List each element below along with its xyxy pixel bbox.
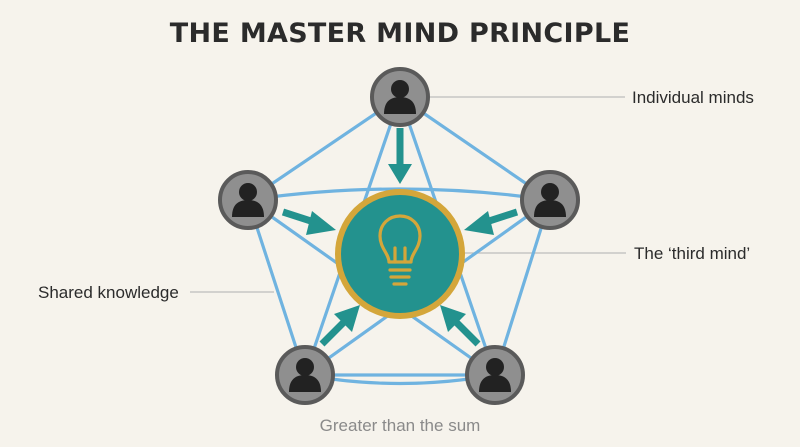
page-title: THE MASTER MIND PRINCIPLE — [169, 18, 631, 49]
person-node-left — [218, 170, 278, 230]
arrows — [281, 128, 519, 347]
person-icon — [370, 67, 430, 127]
label-individual-minds: Individual minds — [632, 88, 754, 107]
person-icon — [275, 345, 335, 405]
label-shared-knowledge: Shared knowledge — [38, 283, 179, 302]
arrow-bottom-right — [440, 305, 481, 347]
arrow-left — [281, 208, 336, 235]
person-node-top — [370, 67, 430, 127]
label-third-mind: The ‘third mind’ — [634, 244, 751, 263]
arrow-top — [388, 128, 412, 184]
arrow-bottom-left — [319, 305, 360, 347]
person-icon — [218, 170, 278, 230]
third-mind-node — [335, 189, 465, 319]
person-icon — [465, 345, 525, 405]
label-greater-than-sum: Greater than the sum — [319, 416, 481, 435]
arrow-right — [464, 208, 519, 235]
lightbulb-icon — [378, 214, 422, 286]
person-node-bottom-left — [275, 345, 335, 405]
person-node-bottom-right — [465, 345, 525, 405]
leader-lines — [190, 96, 626, 293]
person-icon — [520, 170, 580, 230]
person-node-right — [520, 170, 580, 230]
